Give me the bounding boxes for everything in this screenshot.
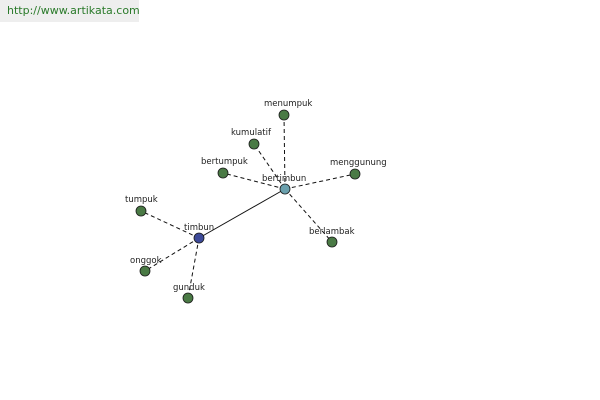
node-menumpuk[interactable]: menumpuk [264, 99, 312, 121]
node-label-onggok[interactable]: onggok [130, 256, 162, 266]
node-gunduk[interactable]: gunduk [173, 283, 205, 304]
node-circle-menumpuk[interactable] [278, 109, 290, 121]
node-label-gunduk[interactable]: gunduk [173, 283, 205, 293]
node-kumulatif[interactable]: kumulatif [231, 128, 272, 150]
edge-bertimbun-kumulatif [253, 143, 286, 190]
nodes-layer: timbun bertimbun menumpuk kumulatif bertumpu… [125, 99, 387, 304]
node-circle-gunduk[interactable] [182, 292, 194, 304]
node-label-bertumpuk[interactable]: bertumpuk [201, 157, 248, 167]
url-watermark-text[interactable]: http://www.artikata.com [7, 4, 140, 17]
url-watermark-bar: http://www.artikata.com [0, 0, 140, 22]
edges-layer [140, 114, 356, 299]
node-bertimbun[interactable]: bertimbun [262, 174, 306, 195]
node-timbun[interactable]: timbun [184, 223, 214, 244]
node-circle-timbun[interactable] [193, 232, 205, 244]
edge-timbun-bertimbun [198, 188, 286, 239]
edge-bertimbun-menggunung [284, 173, 356, 190]
node-tumpuk[interactable]: tumpuk [125, 195, 158, 217]
edge-timbun-gunduk [187, 237, 200, 299]
node-label-menumpuk[interactable]: menumpuk [264, 99, 312, 109]
node-menggunung[interactable]: menggunung [330, 158, 387, 180]
edge-bertimbun-bertumpuk [222, 172, 286, 190]
node-circle-bertumpuk[interactable] [217, 167, 229, 179]
edge-bertimbun-menumpuk [283, 114, 286, 190]
node-label-timbun[interactable]: timbun [184, 223, 214, 233]
node-circle-kumulatif[interactable] [248, 138, 260, 150]
node-circle-bertimbun[interactable] [279, 183, 291, 195]
node-label-bertimbun[interactable]: bertimbun [262, 174, 306, 184]
node-bertumpuk[interactable]: bertumpuk [201, 157, 248, 179]
edge-timbun-onggok [144, 237, 200, 272]
node-berlambak[interactable]: berlambak [309, 227, 355, 248]
node-label-berlambak[interactable]: berlambak [309, 227, 355, 237]
node-onggok[interactable]: onggok [130, 256, 162, 277]
node-circle-menggunung[interactable] [349, 168, 361, 180]
node-circle-onggok[interactable] [139, 265, 151, 277]
node-label-tumpuk[interactable]: tumpuk [125, 195, 158, 205]
node-circle-berlambak[interactable] [326, 236, 338, 248]
node-circle-tumpuk[interactable] [135, 205, 147, 217]
node-label-kumulatif[interactable]: kumulatif [231, 128, 272, 138]
edge-bertimbun-berlambak [284, 188, 333, 243]
edge-timbun-tumpuk [140, 210, 200, 239]
node-label-menggunung[interactable]: menggunung [330, 158, 387, 168]
